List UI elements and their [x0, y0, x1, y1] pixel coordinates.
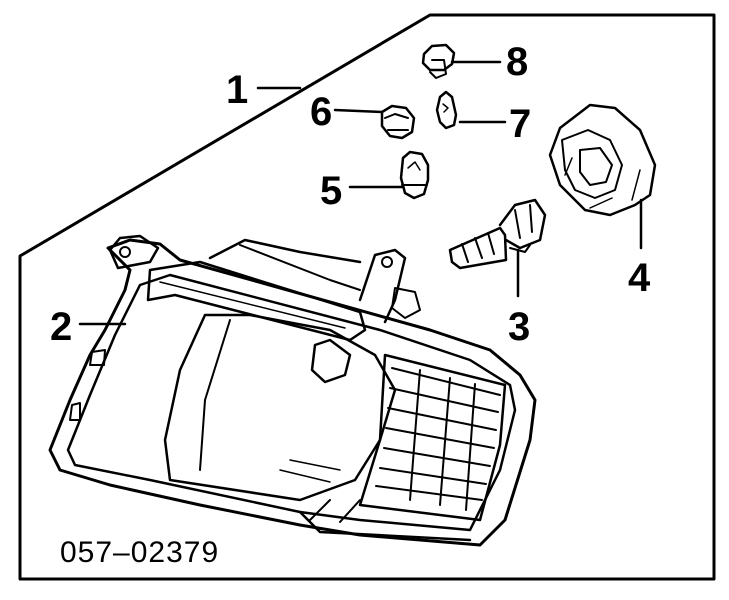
leader-lines [78, 60, 643, 326]
diagram-frame [18, 13, 716, 581]
callout-5: 5 [320, 169, 342, 213]
callout-4: 4 [628, 256, 651, 300]
headlamp-assembly-drawing [48, 234, 537, 547]
callout-7: 7 [509, 102, 531, 146]
callout-2: 2 [50, 305, 72, 349]
h4-bulb-drawing [448, 198, 547, 270]
bulb-socket-drawing [380, 104, 416, 140]
position-socket-drawing [421, 43, 456, 79]
wedge-bulb-drawing [435, 90, 458, 130]
callout-8: 8 [506, 40, 528, 84]
leader-6 [333, 108, 384, 114]
turn-signal-bulb-drawing [399, 150, 430, 200]
callout-1: 1 [226, 68, 248, 112]
turn-signal-lens-ribs [375, 367, 501, 511]
catalog-code: 057–02379 [60, 536, 219, 569]
callout-6: 6 [310, 90, 332, 134]
dust-cover-drawing [548, 103, 657, 217]
callout-3: 3 [508, 305, 530, 349]
